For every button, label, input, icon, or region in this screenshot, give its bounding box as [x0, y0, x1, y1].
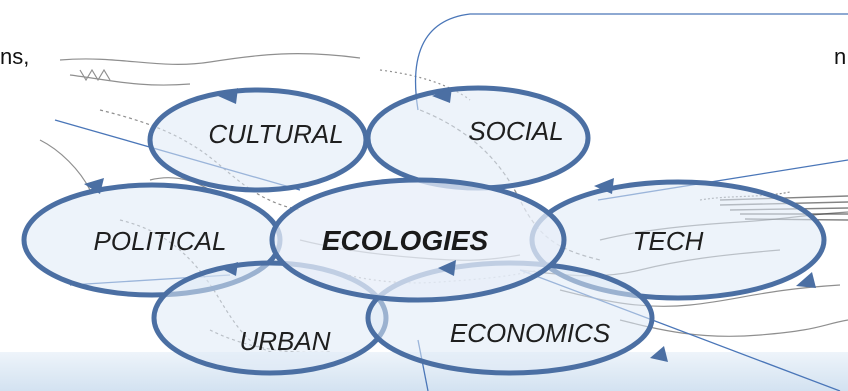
arrowhead-ecologies [438, 260, 456, 276]
ellipses [21, 85, 827, 376]
label-political: POLITICAL [94, 226, 227, 256]
label-urban: URBAN [239, 326, 330, 356]
edge-text-right: n [834, 44, 846, 69]
arrowhead-tech-right [796, 272, 816, 288]
ellipse-ecologies [269, 177, 567, 303]
label-economics: ECONOMICS [450, 318, 611, 348]
arrowhead-cultural [218, 88, 238, 104]
arrowhead-social [432, 87, 452, 103]
label-cultural: CULTURAL [208, 119, 343, 149]
arrowheads [84, 87, 816, 362]
arrowhead-tech-top [594, 178, 614, 194]
arrowhead-urban [220, 262, 238, 276]
label-social: SOCIAL [468, 116, 563, 146]
label-ecologies: ECOLOGIES [322, 225, 489, 256]
edge-text-left: ns, [0, 44, 29, 69]
arrowhead-economics [650, 346, 668, 362]
arrowhead-political [84, 178, 104, 194]
label-tech: TECH [633, 226, 704, 256]
